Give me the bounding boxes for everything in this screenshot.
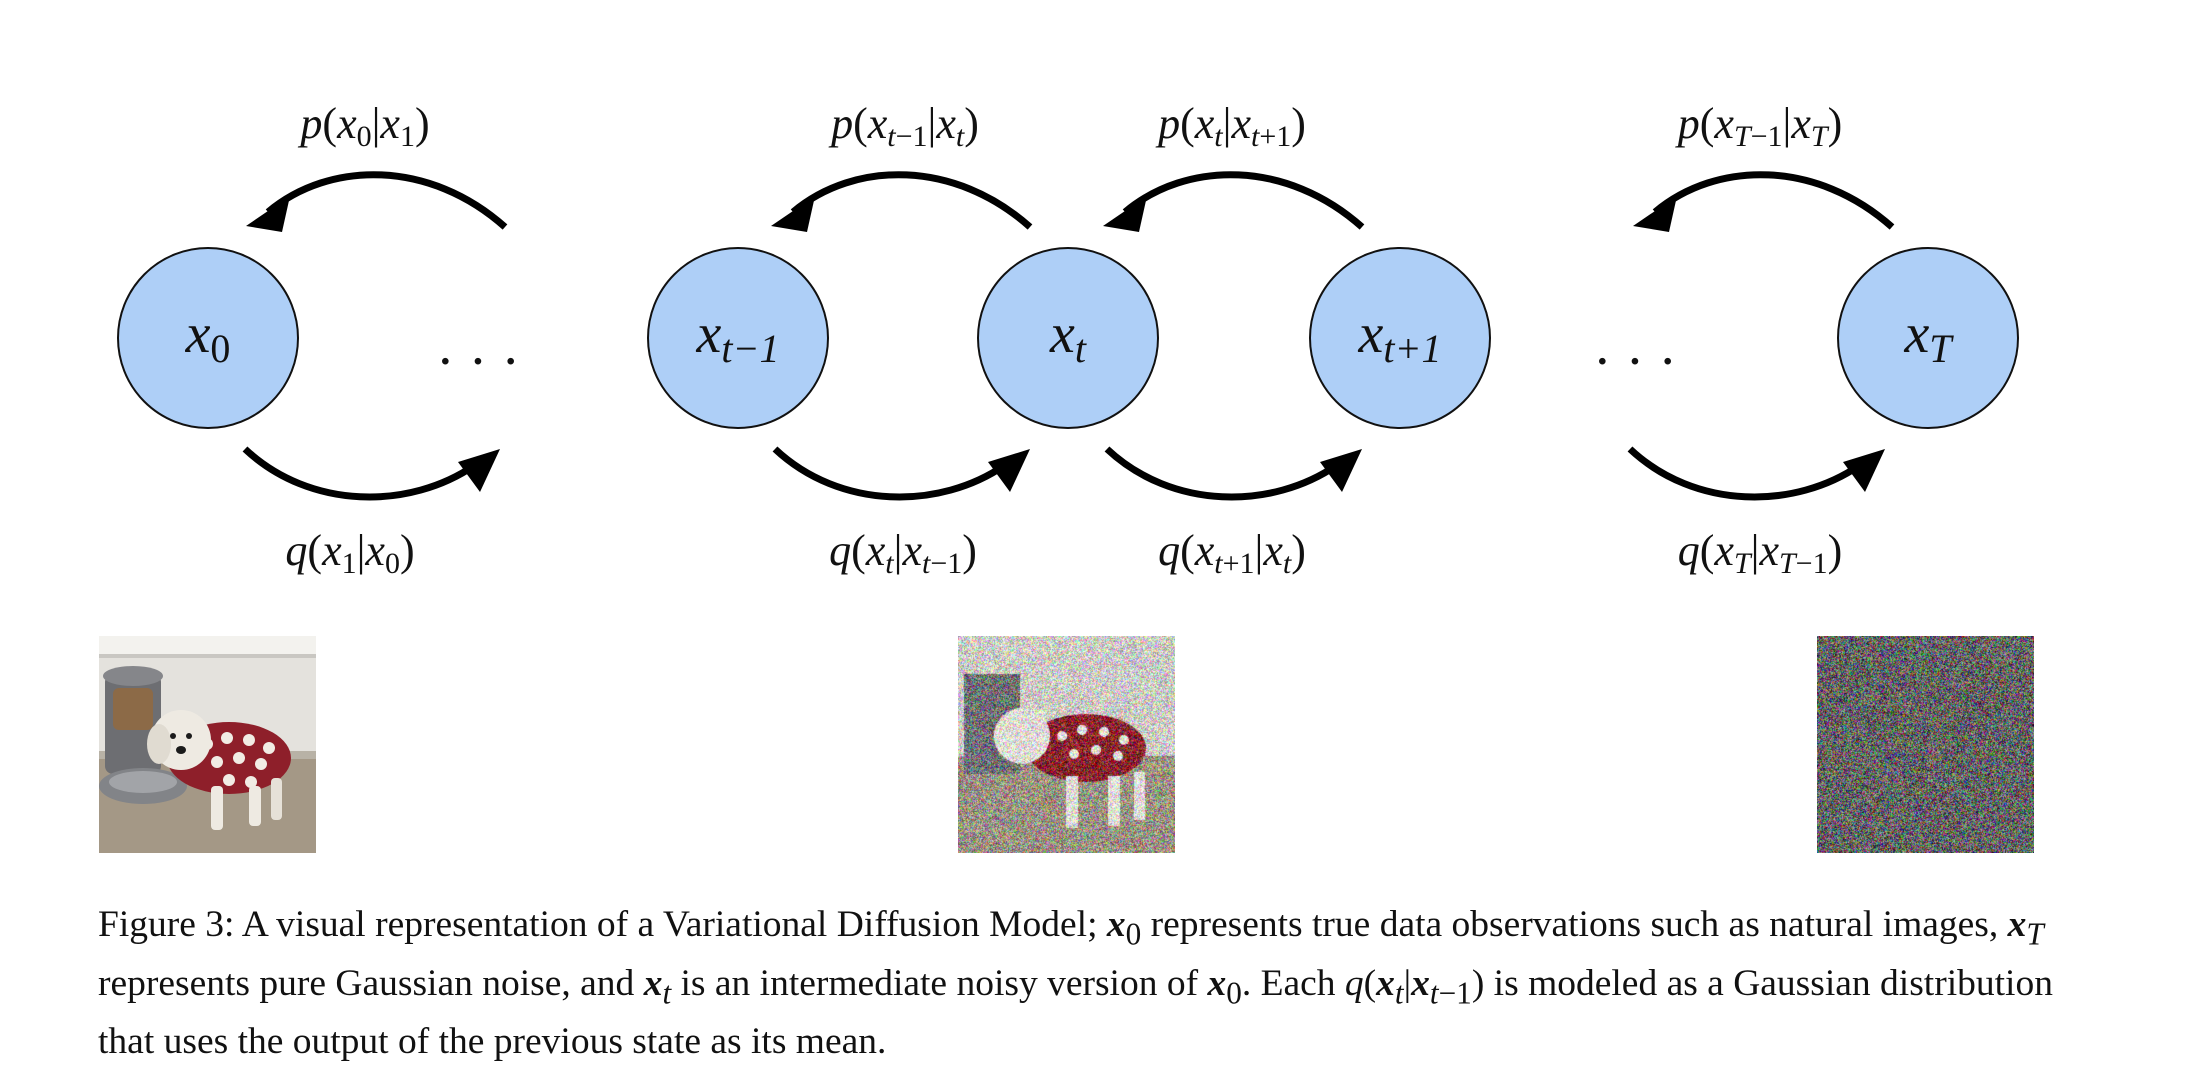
diffusion-chain-diagram: x0 xt−1 xt xt+1 xT · · · · · · p(x0|x1) …: [117, 99, 2019, 580]
reverse-arrow-p-xt-1-xt: [771, 171, 1033, 232]
figure-label: Figure 3:: [98, 904, 235, 945]
label-p-x0-x1: p(x0|x1): [297, 99, 429, 153]
reverse-arrow-p-x0-x1: [246, 171, 508, 232]
node-xt-minus-1: xt−1: [647, 247, 829, 429]
svg-text:xT: xT: [1903, 303, 1954, 371]
forward-arrow-q-xT-xT-1: [1627, 446, 1885, 501]
reverse-arrow-p-xT-1-xT: [1633, 171, 1895, 232]
image-xT-pure-noise: [1817, 636, 2034, 853]
image-x0-clean-dog: [99, 636, 316, 853]
label-q-xT-xT-1: q(xT|xT−1): [1678, 526, 1842, 580]
node-xt: xt: [977, 247, 1159, 429]
image-xt-noisy-dog: [958, 636, 1175, 853]
reverse-arrow-p-xt-xt+1: [1103, 171, 1365, 232]
node-xT: xT: [1837, 247, 2019, 429]
node-x0: x0: [117, 247, 299, 429]
ellipsis-right: · · ·: [1593, 331, 1677, 393]
forward-arrow-q-xt+1-xt: [1104, 446, 1362, 501]
svg-text:x0: x0: [185, 303, 231, 371]
forward-arrow-q-xt-xt-1: [772, 446, 1030, 501]
label-p-xt-1-xt: p(xt−1|xt): [828, 99, 979, 153]
label-p-xT-1-xT: p(xT−1|xT): [1675, 99, 1842, 153]
figure-caption: Figure 3: A visual representation of a V…: [98, 900, 2108, 1066]
label-q-xt+1-xt: q(xt+1|xt): [1158, 526, 1306, 580]
caption-text: A visual representation of a Variational…: [98, 904, 2053, 1062]
node-xt-plus-1: xt+1: [1309, 247, 1491, 429]
label-p-xt-xt+1: p(xt|xt+1): [1155, 99, 1306, 153]
ellipsis-left: · · ·: [436, 331, 520, 393]
label-q-x1-x0: q(x1|x0): [285, 526, 414, 580]
forward-arrow-q-x1-x0: [242, 446, 500, 501]
label-q-xt-xt-1: q(xt|xt−1): [829, 526, 977, 580]
